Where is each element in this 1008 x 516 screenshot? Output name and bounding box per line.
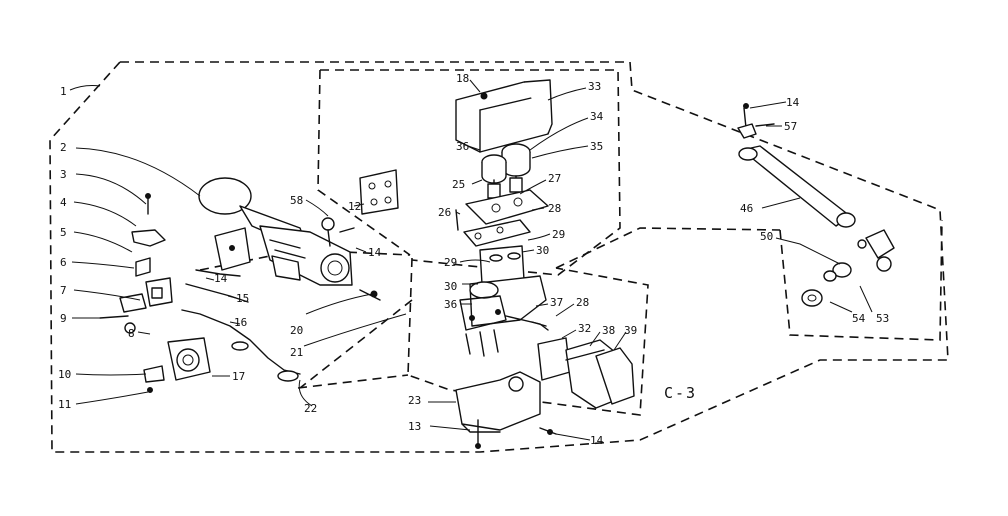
- callout-22: 22: [304, 402, 317, 415]
- callout-21: 21: [290, 346, 303, 359]
- callout-14-left: 14: [214, 272, 228, 285]
- callout-15: 15: [236, 292, 249, 305]
- callout-30-right: 30: [536, 244, 549, 257]
- callout-37: 37: [550, 296, 563, 309]
- small-fittings-left: [99, 193, 211, 393]
- callout-33: 33: [588, 80, 601, 93]
- callout-20: 20: [290, 324, 303, 337]
- callout-2: 2: [60, 141, 67, 154]
- gasket-plate-27-28: [455, 189, 549, 247]
- callout-13: 13: [408, 420, 421, 433]
- callout-25: 25: [452, 178, 465, 191]
- solenoid-bracket-33: [455, 79, 553, 153]
- solenoid-coils: [481, 143, 531, 199]
- callout-32: 32: [578, 322, 591, 335]
- callout-leader-lines: [69, 79, 873, 441]
- callout-39: 39: [624, 324, 637, 337]
- callout-7: 7: [60, 284, 67, 297]
- callout-46: 46: [740, 202, 753, 215]
- callout-38: 38: [602, 324, 615, 337]
- callout-12: 12: [348, 200, 361, 213]
- callout-9: 9: [60, 312, 67, 325]
- callout-30-left: 30: [444, 280, 457, 293]
- callout-58: 58: [290, 194, 303, 207]
- pilot-tube-46: [737, 103, 856, 228]
- callout-54: 54: [852, 312, 866, 325]
- valve-body-36-37: [459, 245, 549, 357]
- callout-10: 10: [58, 368, 71, 381]
- callout-8: 8: [128, 327, 135, 340]
- callout-4: 4: [60, 196, 67, 209]
- callout-34: 34: [590, 110, 604, 123]
- mounting-plate-12: [321, 169, 399, 247]
- callout-27: 27: [548, 172, 561, 185]
- covers-32-38-39: [531, 321, 635, 409]
- callout-36-upper: 36: [456, 140, 469, 153]
- callout-14-center: 14: [368, 246, 382, 259]
- callout-14-right: 14: [786, 96, 800, 109]
- callout-23: 23: [408, 394, 421, 407]
- callout-29-right: 29: [552, 228, 565, 241]
- callout-5: 5: [60, 226, 67, 239]
- callout-labels: 1 2 3 4 5 6 7 9 8 10 11 12 13 14 14 14 1…: [58, 72, 889, 447]
- callout-18: 18: [456, 72, 469, 85]
- callout-3: 3: [60, 168, 67, 181]
- callout-29-left: 29: [444, 256, 457, 269]
- callout-53: 53: [876, 312, 889, 325]
- callout-57: 57: [784, 120, 797, 133]
- callout-14-bottom: 14: [590, 434, 604, 447]
- callout-36-lower: 36: [444, 298, 457, 311]
- callout-28-upper: 28: [548, 202, 561, 215]
- callout-26: 26: [438, 206, 451, 219]
- thermocouple-tubing: [181, 269, 381, 382]
- sheet-label: C-3: [664, 384, 697, 402]
- callout-17: 17: [232, 370, 245, 383]
- callout-1: 1: [60, 85, 67, 98]
- burner-tube-part: [198, 177, 353, 286]
- callout-16: 16: [234, 316, 247, 329]
- callout-28-lower: 28: [576, 296, 589, 309]
- callout-35: 35: [590, 140, 603, 153]
- callout-11: 11: [58, 398, 71, 411]
- callout-50: 50: [760, 230, 773, 243]
- bracket-23: [455, 371, 557, 449]
- callout-6: 6: [60, 256, 67, 269]
- pilot-fittings-50-53-54: [801, 229, 895, 307]
